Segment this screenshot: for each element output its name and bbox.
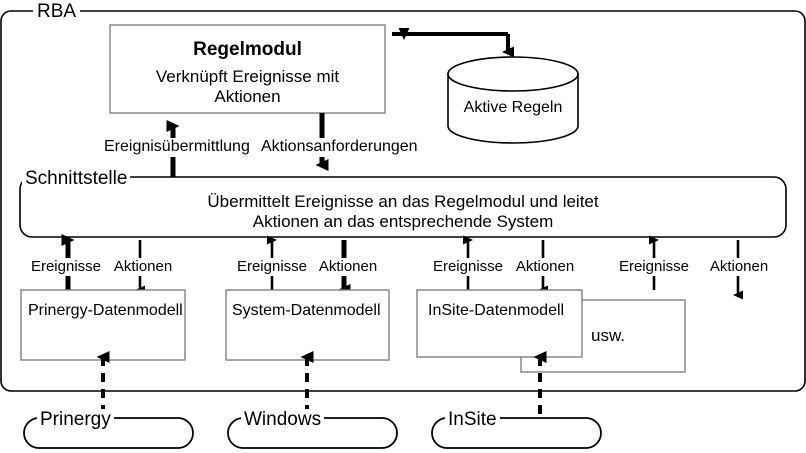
interface-description-line2: Aktionen an das entsprechende System xyxy=(252,212,554,231)
interface-description-line1: Übermittelt Ereignisse an das Regelmodul… xyxy=(207,192,599,211)
rba-boundary xyxy=(0,10,806,392)
data-model-label-prinergy: Prinergy-Datenmodell xyxy=(28,302,183,319)
data-model-box-system xyxy=(225,289,390,361)
data-model-label-insite: InSite-Datenmodell xyxy=(428,302,565,319)
interface-boundary-label: Schnittstelle xyxy=(22,168,131,191)
system-link-arrows xyxy=(96,351,547,438)
system-label-windows: Windows xyxy=(241,409,325,432)
data-model-box-prinergy xyxy=(20,289,186,361)
channel-label-actions-2: Aktionen xyxy=(310,258,386,276)
rule-module-description-line2: Aktionen xyxy=(214,87,281,106)
active-rules-database xyxy=(447,56,579,144)
rba-boundary-label: RBA xyxy=(33,1,81,24)
rule-module-description-line1: Verknüpft Ereignisse mit xyxy=(155,67,340,86)
interface-box xyxy=(19,176,787,238)
channel-label-actions-1: Aktionen xyxy=(105,258,181,276)
data-model-boxes xyxy=(20,289,686,373)
data-model-label-system: System-Datenmodell xyxy=(232,302,381,319)
data-model-label-usw: usw. xyxy=(591,326,626,345)
system-label-prinergy: Prinergy xyxy=(37,409,114,432)
rules-feedback-arrow xyxy=(392,28,514,58)
channel-label-events-4: Ereignisse xyxy=(604,258,704,276)
channel-label-events-3: Ereignisse xyxy=(418,258,518,276)
active-rules-label: Aktive Regeln xyxy=(463,99,563,116)
rule-module-title: Regelmodul xyxy=(193,39,302,60)
channel-label-actions-4: Aktionen xyxy=(701,258,777,276)
event-submission-label: Ereignisübermittlung xyxy=(101,138,253,157)
channel-label-events-1: Ereignisse xyxy=(16,258,116,276)
rule-module-box xyxy=(109,24,386,114)
data-model-box-insite xyxy=(416,289,583,358)
action-request-label: Aktionsanforderungen xyxy=(258,138,421,157)
channel-label-events-2: Ereignisse xyxy=(222,258,322,276)
system-label-insite: InSite xyxy=(445,409,500,432)
channel-label-actions-3: Aktionen xyxy=(507,258,583,276)
